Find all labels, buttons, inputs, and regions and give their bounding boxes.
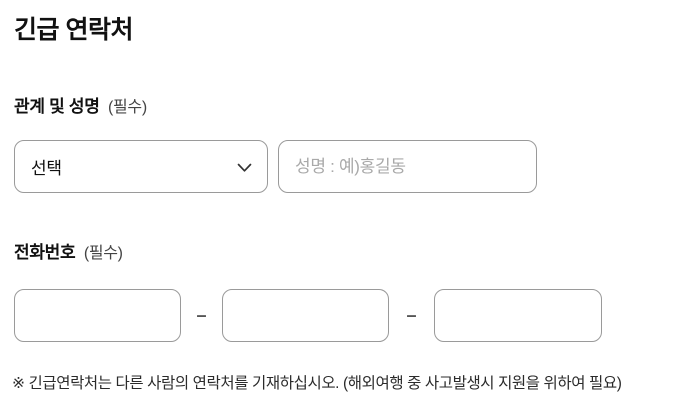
phone-part2-input[interactable] xyxy=(222,289,389,342)
relationship-select[interactable]: 선택 xyxy=(14,140,268,193)
relation-name-label-text: 관계 및 성명 xyxy=(14,97,100,116)
relation-name-label: 관계 및 성명 (필수) xyxy=(14,92,147,117)
chevron-down-icon xyxy=(237,158,252,178)
phone-separator: – xyxy=(406,305,417,325)
contact-name-input[interactable] xyxy=(278,140,537,193)
phone-label-text: 전화번호 xyxy=(14,243,76,262)
phone-part3-input[interactable] xyxy=(434,289,602,342)
relationship-select-value: 선택 xyxy=(31,159,62,178)
emergency-contact-note: ※ 긴급연락처는 다른 사람의 연락처를 기재하십시오. (해외여행 중 사고발… xyxy=(12,375,622,392)
relation-name-row: 선택 xyxy=(14,140,537,193)
relation-required-tag: (필수) xyxy=(107,99,147,116)
phone-separator: – xyxy=(196,305,207,325)
phone-required-tag: (필수) xyxy=(83,245,123,262)
page-title: 긴급 연락처 xyxy=(14,16,133,44)
phone-row: – – xyxy=(14,289,602,342)
phone-label: 전화번호 (필수) xyxy=(14,238,123,263)
phone-part1-input[interactable] xyxy=(14,289,181,342)
